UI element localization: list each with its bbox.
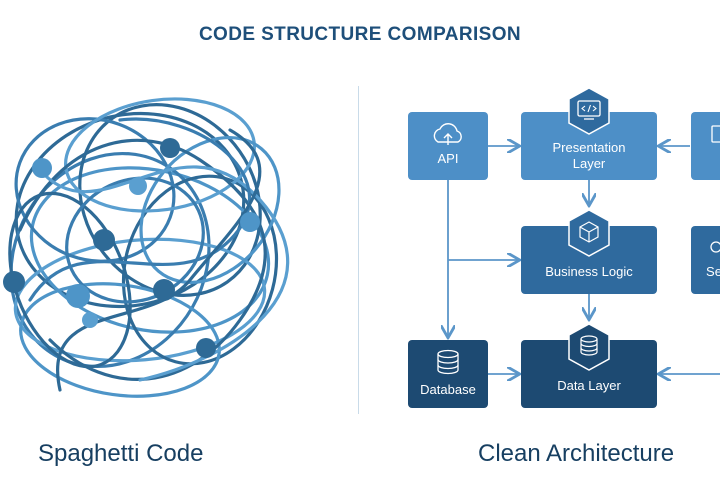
partial-right-top-node — [691, 112, 720, 180]
code-window-icon — [568, 87, 610, 135]
api-node: API — [408, 112, 488, 180]
database-icon — [437, 349, 459, 375]
tangle-strand — [28, 117, 252, 302]
presentation-label-line1: Presentation — [553, 140, 626, 155]
business-logic-node: Business Logic — [521, 226, 657, 294]
tangle-knot — [93, 229, 115, 251]
data-layer-label: Data Layer — [557, 378, 621, 393]
business-logic-label: Business Logic — [545, 264, 633, 279]
clean-architecture-graphic: API Presentation Layer Business Logic Se — [408, 87, 720, 408]
api-label: API — [438, 151, 459, 166]
cube-icon — [568, 209, 610, 257]
document-icon — [711, 125, 720, 143]
gear-icon — [710, 241, 720, 253]
tangle-knot — [32, 158, 52, 178]
tangle-knot — [129, 177, 147, 195]
data-layer-node: Data Layer — [521, 340, 657, 408]
tangle-loop — [14, 117, 176, 263]
tangle-knot — [196, 338, 216, 358]
diagram-title: CODE STRUCTURE COMPARISON — [198, 24, 522, 45]
panel-divider — [358, 86, 359, 414]
database-stack-icon — [568, 323, 610, 371]
presentation-layer-node: Presentation Layer — [521, 112, 657, 180]
services-label-partial: Se — [706, 264, 720, 279]
tangle-knot — [160, 138, 180, 158]
database-node: Database — [408, 340, 488, 408]
spaghetti-graphic — [3, 97, 290, 398]
tangle-loop — [14, 111, 246, 309]
cloud-upload-icon — [433, 123, 462, 145]
partial-services-node: Se — [691, 226, 720, 294]
tangle-strand — [38, 165, 290, 382]
tangle-knot — [153, 279, 175, 301]
tangle-knot — [240, 212, 260, 232]
tangle-knot — [3, 271, 25, 293]
database-label: Database — [420, 382, 476, 397]
tangle-knot — [66, 284, 90, 308]
clean-architecture-label: Clean Architecture — [478, 440, 675, 467]
tangle-strand — [56, 128, 262, 392]
spaghetti-code-label: Spaghetti Code — [38, 440, 204, 467]
tangle-loop — [13, 237, 267, 363]
presentation-label-line2: Layer — [573, 156, 606, 171]
tangle-knot — [82, 312, 98, 328]
